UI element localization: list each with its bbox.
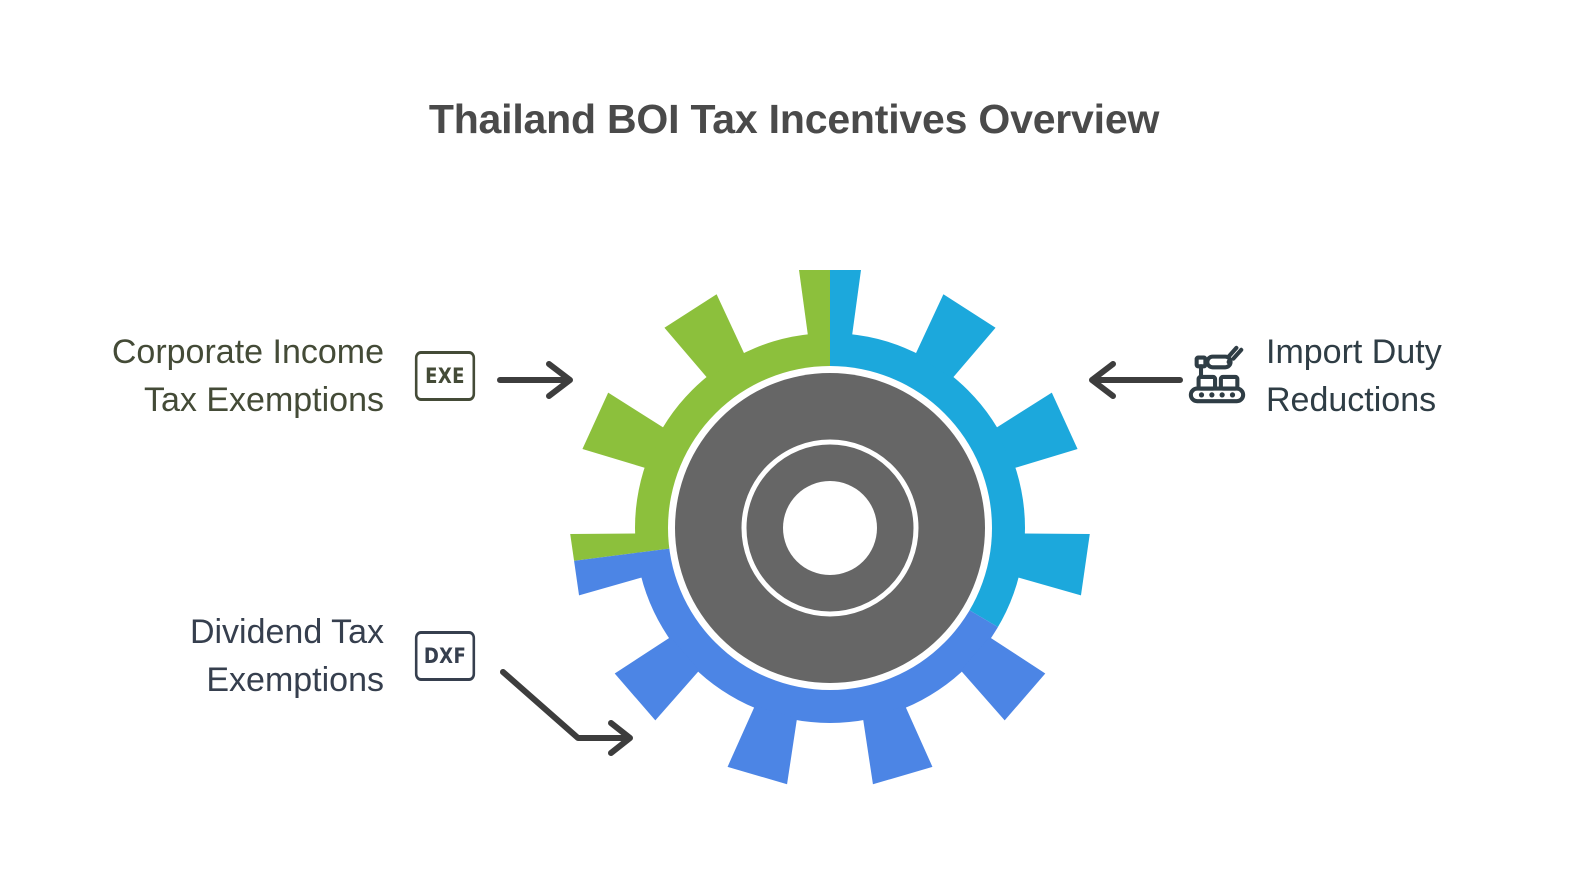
- label-import-duty-reductions[interactable]: Import Duty Reductions: [1186, 328, 1546, 425]
- arrow-import-duty: [1089, 361, 1183, 399]
- exe-file-badge-label: EXE: [425, 364, 465, 389]
- gear-hub-inner-ring: [741, 439, 919, 617]
- dxf-file-badge-label: DXF: [423, 644, 467, 669]
- label-import-duty-reductions-text: Import Duty Reductions: [1266, 333, 1442, 420]
- exe-file-badge-icon: EXE: [414, 351, 476, 402]
- dxf-file-badge-icon: DXF: [414, 631, 476, 682]
- gear-center-hole: [783, 481, 877, 575]
- label-dividend-tax-exemptions-text: Dividend Tax Exemptions: [189, 613, 384, 700]
- page-title: Thailand BOI Tax Incentives Overview: [428, 96, 1160, 142]
- conveyor-robot-arm-icon: [1188, 346, 1246, 404]
- gear-svg: [570, 270, 1090, 785]
- label-corporate-income-tax-exemptions-text: Corporate Income Tax Exemptions: [111, 333, 384, 420]
- label-corporate-income-tax-exemptions[interactable]: Corporate Income Tax Exemptions EXE: [40, 328, 480, 425]
- label-dividend-tax-exemptions[interactable]: Dividend Tax Exemptions DXF: [40, 608, 480, 705]
- gear-graphic: [560, 258, 1100, 798]
